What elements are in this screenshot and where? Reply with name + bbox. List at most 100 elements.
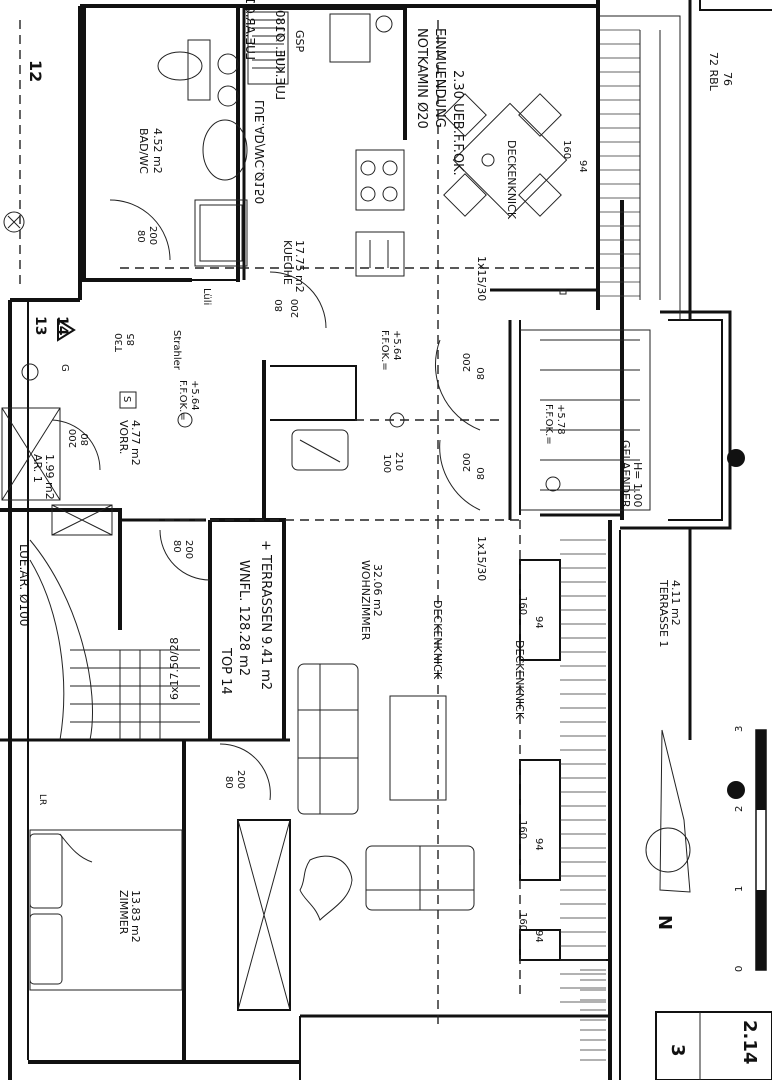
room-zimmer-name: ZIMMER (117, 890, 130, 935)
window-3-height: 94 (533, 838, 544, 851)
railing-label: GELAENDER (619, 440, 632, 508)
bathroom-fixtures (157, 39, 248, 267)
door-3-width: 80 (476, 367, 487, 380)
staircase (29, 539, 200, 741)
unit-top: TOP 14 (218, 647, 233, 695)
letterbox-icon (119, 391, 137, 409)
triangle-marker-icon (57, 318, 76, 342)
north-arrow-icon (645, 827, 691, 873)
window-3-width: 160 (517, 820, 528, 839)
footer-right: 2.14 (739, 1020, 760, 1064)
door-7-width: 80 (80, 433, 91, 446)
plant (299, 855, 353, 921)
window-1-height: 94 (577, 160, 588, 173)
door-4-height: 200 (462, 453, 473, 472)
scale-label-2: 2 (734, 806, 745, 812)
door-6-width: 80 (223, 776, 234, 789)
floor-level-2-value: +5.64 (391, 330, 402, 361)
ceiling-label-bedroom: DECKENKNICK (513, 640, 526, 720)
sheet-number-13: 13 (32, 316, 48, 335)
beam-label-2: 1x15/30 (475, 536, 488, 581)
ventilation-kitchen-note: LUE.KUE. Ø180 (273, 10, 287, 100)
door-1-width: 80 (135, 230, 146, 243)
room-vorraum-name: VORR. (117, 420, 130, 454)
scale-label-0: 0 (734, 966, 745, 972)
room-bad-area: 4.52 m2 (151, 128, 164, 174)
window-4-width: 160 (517, 912, 528, 931)
stair-ventilation-note: LUE.AR. Ø100 (17, 544, 31, 626)
door-1-height: 200 (147, 226, 158, 245)
door-5-height: 200 (183, 540, 194, 559)
door-4-width: 80 (476, 467, 487, 480)
chimney-note-line3: 2.30 UEB.F.F.OK. (450, 70, 465, 176)
scale-label-1: 1 (734, 886, 745, 892)
gas-symbol: G (59, 364, 70, 372)
door-9-height: T30 (114, 333, 125, 353)
room-abstell-name: AR. 1 (31, 454, 44, 483)
room-abstell-area: 1.99 m2 (43, 454, 56, 500)
room-wohnzimmer-area: 32.06 m2 (371, 564, 384, 617)
scale-label-3: 3 (734, 726, 745, 732)
railing-height: H= 1.00 (631, 462, 644, 507)
chimney-note-line1: NOTKAMIN Ø20 (414, 28, 429, 129)
floor-level-3-label: F.F.OK.= (543, 404, 554, 445)
window-1-width: 160 (561, 140, 572, 159)
room-bad-name: BAD/WC (137, 128, 150, 174)
room-kueche-area: 17.75 m2 (293, 240, 306, 293)
ceiling-label-living: DECKENKNICK (431, 600, 444, 680)
wardrobe (237, 819, 291, 1011)
kitchen-fixtures (247, 11, 405, 277)
windows-terrace (520, 15, 681, 511)
floor-level-3-value: +5.78 (555, 404, 566, 435)
window-4-height: 94 (533, 930, 544, 943)
ceiling-label-kitchen: DECKENKNICK (505, 140, 518, 220)
letterbox-symbol: S (121, 396, 132, 402)
door-8-height: 210 (393, 452, 404, 471)
ventilation-ar-note: LUE.AR.Ø100 (243, 0, 257, 60)
window-2-height: 94 (533, 616, 544, 629)
page-number: 12 (26, 60, 45, 82)
roof-window-line1: 72 RBL (707, 52, 720, 92)
room-terrasse-area: 4.11 m2 (669, 580, 682, 626)
door-5-width: 80 (171, 540, 182, 553)
column-dot-icon (727, 449, 745, 467)
switch-label-lueli: Lüli (201, 288, 212, 305)
footer-left: 3 (667, 1044, 688, 1057)
room-wohnzimmer-name: WOHNZIMMER (359, 560, 372, 641)
unit-wnfl: WNFL. 128.28 m2 (236, 560, 251, 676)
floor-level-2-label: F.F.OK.= (379, 330, 390, 371)
door-2-height: 200 (290, 299, 301, 318)
gas-meter-icon (21, 363, 39, 381)
door-8-width: 100 (381, 454, 392, 473)
switch-label-strahler: Strahler (171, 330, 182, 371)
unit-terrassen: + TERRASSEN 9.41 m2 (258, 540, 273, 690)
scale-bar (755, 729, 767, 971)
floor-tiles (1, 407, 113, 536)
window-2-width: 160 (517, 596, 528, 615)
door-6-height: 200 (235, 770, 246, 789)
door-3-height: 200 (462, 353, 473, 372)
sheet-number-14: 14 (54, 316, 70, 336)
symbols (3, 153, 745, 893)
door-7-height: 200 (68, 429, 79, 448)
beam-label-1: 1x15/30 (475, 256, 488, 301)
bed (29, 829, 183, 991)
room-vorraum-area: 4.77 m2 (129, 420, 142, 466)
door-swings (51, 199, 481, 801)
chimney-note-line2: EINMUENDUNG (432, 28, 447, 128)
ventilation-bad-note: LUE.AD/WC.Ø150 (253, 100, 267, 204)
stairs-label: 6x17.50/28 (168, 637, 181, 700)
bedroom-tag: LR (37, 794, 47, 805)
north-label: N (656, 915, 677, 930)
room-kueche-name: KUECHE (281, 240, 294, 285)
sofa-set (297, 663, 475, 911)
stove-chimney (291, 429, 349, 471)
roof-structure-hatching (560, 29, 640, 1061)
column-dot-icon (727, 781, 745, 799)
dining-table (443, 93, 568, 218)
ceiling-break-lines (19, 20, 600, 1030)
door-2-width: 80 (274, 299, 285, 312)
floor-level-1-label: F.F.OK.= (177, 380, 188, 421)
